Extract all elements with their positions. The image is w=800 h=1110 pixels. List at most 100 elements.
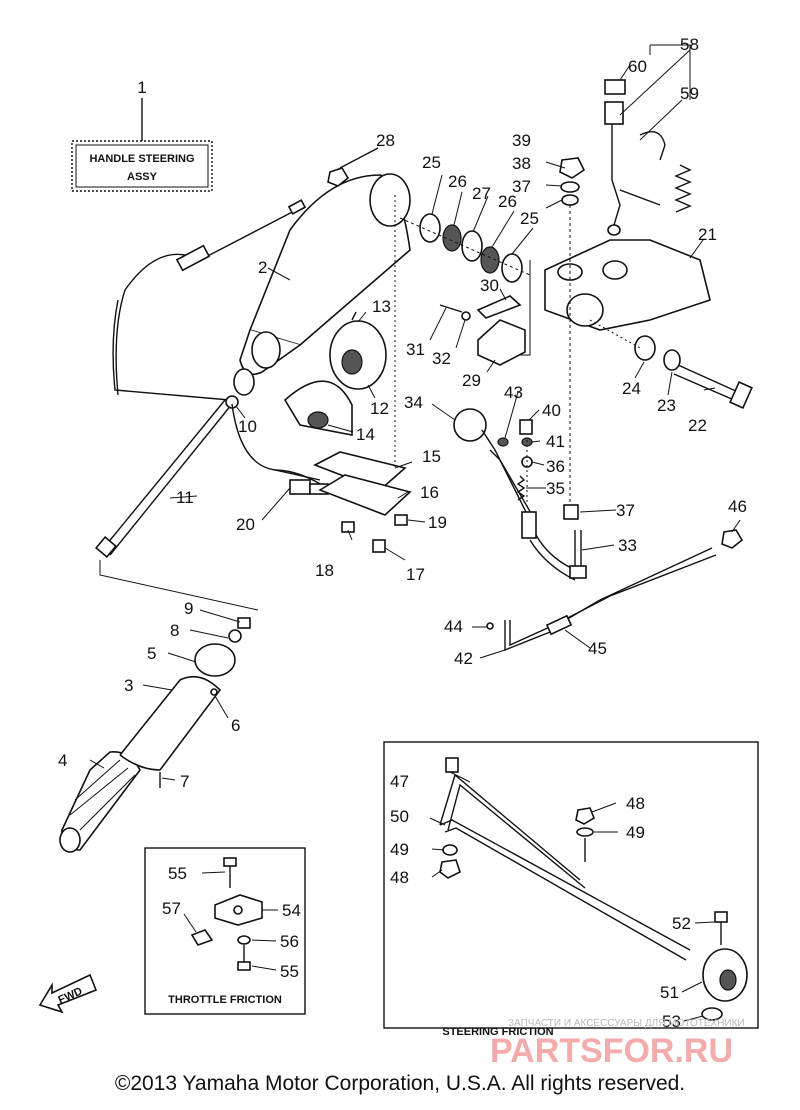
callout-29: 29 [462,371,481,390]
callout-49b: 49 [390,840,409,859]
throttle-drum [329,311,387,390]
callout-26a: 26 [448,172,467,191]
callout-53: 53 [662,1012,681,1031]
callout-54: 54 [282,901,301,920]
leader-lines [89,49,741,1022]
throttle-friction-box: THROTTLE FRICTION [144,847,306,1015]
callout-18: 18 [315,561,334,580]
fwd-arrow: FWD [38,973,98,1014]
callout-52: 52 [672,914,691,933]
pivot-fasteners [559,157,586,520]
callout-60: 60 [628,57,647,76]
callout-15: 15 [422,447,441,466]
callout-58: 58 [680,35,699,54]
bolt-22 [673,364,753,409]
callout-2: 2 [258,258,267,277]
callout-41: 41 [546,432,565,451]
callout-34: 34 [404,393,423,412]
callout-42: 42 [454,649,473,668]
callouts: 1 2 3 4 5 6 7 8 9 10 11 12 13 14 15 16 1… [58,35,747,1031]
callout-45: 45 [588,639,607,658]
callout-51: 51 [660,983,679,1002]
callout-30: 30 [480,276,499,295]
friction-washers [399,213,531,283]
tiller-handle [233,173,411,396]
shift-rod-and-cable [486,529,744,652]
callout-38: 38 [512,154,531,173]
callout-39: 39 [512,131,531,150]
throttle-rod [95,395,239,558]
callout-13: 13 [372,297,391,316]
callout-17: 17 [406,565,425,584]
watermark-tagline: ЗАПЧАСТИ И АКСЕССУАРЫ ДЛЯ МОТОТЕХНИКИ [508,1018,745,1029]
callout-32: 32 [432,349,451,368]
steering-friction-title: STEERING FRICTION [442,1026,553,1038]
washer-23 [663,349,681,371]
callout-48a: 48 [626,794,645,813]
callout-40: 40 [542,401,561,420]
callout-19: 19 [428,513,447,532]
throttle-cable-lower [231,403,331,495]
callout-31: 31 [406,340,425,359]
callout-11: 11 [176,488,194,507]
stop-switch [604,44,692,236]
callout-56: 56 [280,932,299,951]
handle-steering-subtitle: ASSY [127,171,158,183]
callout-55b: 55 [280,962,299,981]
callout-50: 50 [390,807,409,826]
drum-cover [283,380,353,436]
steering-bracket [495,239,711,356]
callout-26b: 26 [498,192,517,211]
callout-25b: 25 [520,209,539,228]
callout-20: 20 [236,515,255,534]
callout-36: 36 [546,457,565,476]
callout-37b: 37 [616,501,635,520]
callout-57: 57 [162,899,181,918]
callout-35: 35 [546,479,565,498]
throttle-friction-title: THROTTLE FRICTION [168,994,282,1006]
callout-25a: 25 [422,153,441,172]
callout-9: 9 [184,599,193,618]
handle-steering-title: HANDLE STEERING [89,153,194,165]
callout-37a: 37 [512,177,531,196]
callout-4: 4 [58,751,67,770]
callout-8: 8 [170,621,179,640]
cable-bracket-29 [439,295,526,366]
callout-23: 23 [657,396,676,415]
callout-16: 16 [420,483,439,502]
callout-44: 44 [444,617,463,636]
bolt-33 [569,530,587,579]
callout-55a: 55 [168,864,187,883]
throttle-cable-upper [112,199,307,401]
callout-6: 6 [231,716,240,735]
throttle-grip [59,617,251,853]
callout-7: 7 [180,772,189,791]
steering-friction-box: STEERING FRICTION [383,741,759,1038]
copyright-notice: ©2013 Yamaha Motor Corporation, U.S.A. A… [114,1072,686,1095]
watermark-logo: PARTSFOR.RU [490,1032,733,1070]
callout-43: 43 [504,383,523,402]
bracket-plates [313,451,412,553]
callout-21: 21 [698,225,717,244]
callout-48b: 48 [390,868,409,887]
callout-1: 1 [137,78,146,97]
callout-28: 28 [376,131,395,150]
nut-28 [327,147,379,187]
callout-27: 27 [472,184,491,203]
callout-12: 12 [370,399,389,418]
handle-steering-assy-box: HANDLE STEERING ASSY [71,140,213,192]
callout-5: 5 [147,644,156,663]
watermark: ЗАПЧАСТИ И АКСЕССУАРЫ ДЛЯ МОТОТЕХНИКИ PA… [490,1018,745,1070]
callout-22: 22 [688,416,707,435]
callout-47: 47 [390,772,409,791]
callout-49a: 49 [626,823,645,842]
callout-3: 3 [124,676,133,695]
callout-14: 14 [356,425,375,444]
callout-59: 59 [680,84,699,103]
callout-24: 24 [622,379,641,398]
callout-33: 33 [618,536,637,555]
collar-24 [634,335,656,361]
callout-46: 46 [728,497,747,516]
callout-10: 10 [238,417,257,436]
